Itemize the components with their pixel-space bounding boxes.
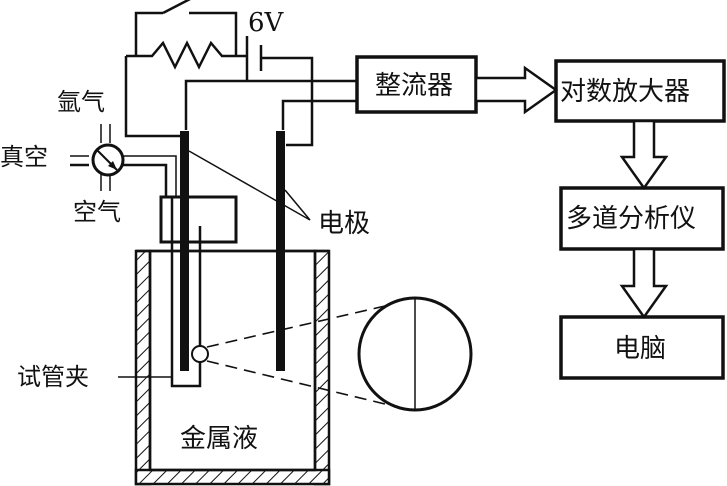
voltage-label: 6V: [248, 8, 285, 38]
test-tube: [170, 226, 202, 388]
sample-point: [191, 345, 209, 363]
vacuum-label: 真空: [0, 143, 48, 171]
arrow-analyzer-to-computer: [619, 247, 669, 320]
electrode-leader: [188, 150, 311, 221]
log-amplifier-label: 对数放大器: [560, 77, 690, 107]
magnify-line-top: [206, 305, 386, 348]
tube-clamp-label: 试管夹: [17, 363, 89, 391]
circuit-wire-left: [124, 56, 183, 138]
metal-liquid-label: 金属液: [180, 424, 258, 454]
resistor: [126, 40, 248, 70]
tube-holder-block: [159, 195, 238, 244]
crucible: [134, 249, 331, 486]
magnify-line-bottom: [206, 360, 386, 405]
electrode-left: [180, 131, 189, 371]
rectifier-label: 整流器: [375, 71, 453, 101]
argon-label: 氩气: [57, 88, 105, 116]
battery: [245, 36, 314, 147]
circuit-wire-to-left-electrode: [184, 79, 247, 130]
computer-box: [559, 315, 725, 380]
electrode-right: [276, 131, 285, 371]
circuit-wire-rectifier-bottom: [281, 99, 357, 130]
air-label: 空气: [73, 198, 121, 226]
multichannel-analyzer-label: 多道分析仪: [566, 204, 696, 234]
arrow-amplifier-to-analyzer: [619, 119, 669, 191]
electrode-label: 电极: [318, 209, 370, 239]
switch: [134, 0, 238, 56]
computer-label: 电脑: [614, 334, 666, 364]
log-amplifier-box: [554, 59, 726, 123]
gas-valve: [70, 124, 177, 198]
arrow-rectifier-to-amplifier: [474, 65, 559, 115]
